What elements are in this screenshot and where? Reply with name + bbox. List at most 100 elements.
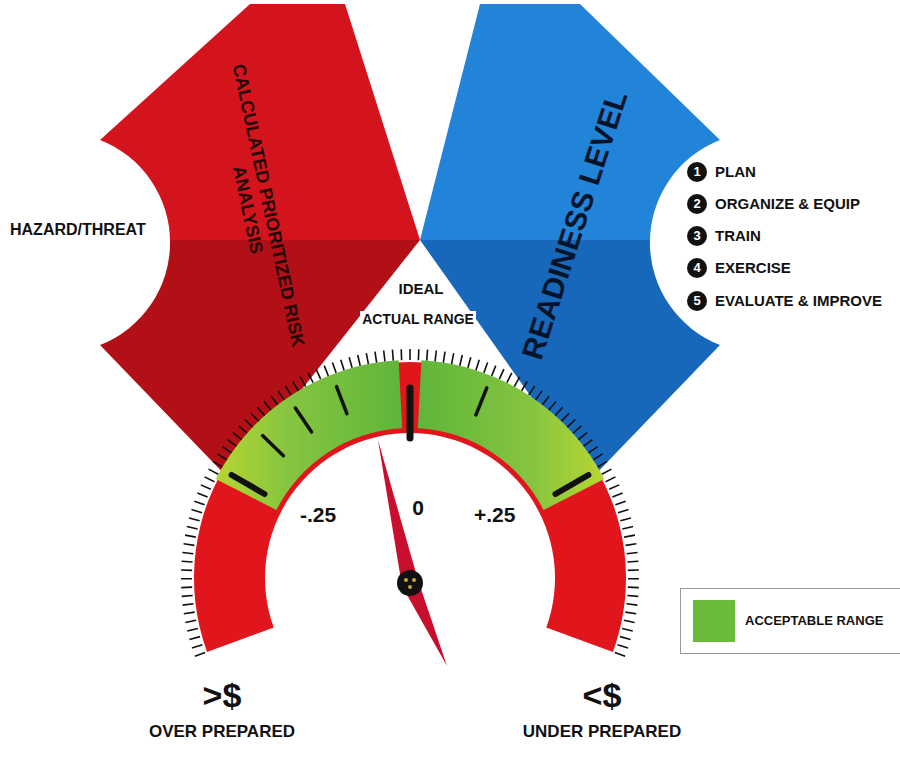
scale-tick [609, 485, 619, 489]
legend-box: ACCEPTABLE RANGE [680, 588, 900, 654]
scale-tick [400, 349, 402, 360]
scale-tick [209, 469, 219, 474]
scale-tick [183, 604, 194, 605]
risk-diamond: CALCULATED PRIORITIZED RISK ANALYSIS [0, 0, 430, 490]
scale-tick [181, 578, 192, 580]
scale-tick [628, 586, 639, 588]
legend-swatch [693, 600, 735, 642]
scale-tick [612, 493, 622, 497]
scale-tick [184, 544, 195, 546]
scale-tick [602, 469, 612, 474]
scale-tick [620, 637, 631, 640]
major-tick [476, 388, 487, 415]
scale-tick [627, 560, 638, 562]
scale-tick [189, 637, 200, 640]
pivot-rivet [412, 578, 416, 582]
step-number: 4 [687, 258, 707, 278]
scale-tick [426, 350, 428, 361]
scale-tick [341, 360, 344, 370]
scale-tick [384, 351, 385, 362]
scale-tick [627, 595, 638, 597]
scale-end-label: OVER PREPARED [149, 722, 295, 742]
scale-value: +.25 [474, 503, 515, 527]
input-label: HAZARD/THREAT [10, 221, 146, 239]
gauge-needle [378, 440, 447, 666]
scale-tick [443, 352, 445, 363]
scale-tick [185, 535, 196, 537]
scale-tick [197, 493, 207, 497]
scale-tick [499, 369, 504, 379]
scale-tick [194, 501, 204, 505]
step-label: PLAN [715, 163, 756, 180]
scale-tick [628, 569, 639, 571]
scale-tick [192, 645, 202, 648]
step-label: ORGANIZE & EQUIP [715, 195, 860, 212]
scale-tick [620, 518, 631, 521]
scale-tick [409, 349, 411, 360]
scale-tick [618, 645, 628, 648]
scale-tick [418, 349, 420, 360]
scale-tick [618, 510, 629, 513]
step-number: 2 [687, 194, 707, 214]
step-number: 3 [687, 226, 707, 246]
range-label: ACTUAL RANGE [360, 311, 476, 327]
scale-tick [189, 518, 200, 521]
scale-tick [460, 355, 463, 366]
scale-tick [624, 535, 635, 537]
scale-tick [435, 351, 436, 362]
step-number: 1 [687, 162, 707, 182]
step-label: EVALUATE & IMPROVE [715, 292, 882, 309]
scale-tick [358, 355, 361, 366]
major-tick [263, 436, 284, 456]
major-tick [232, 475, 265, 494]
scale-tick [187, 526, 198, 528]
scale-tick [627, 552, 638, 553]
scale-tick [606, 477, 616, 482]
diamond-fill [420, 4, 720, 480]
scale-tick [201, 485, 211, 489]
scale-tick [185, 620, 196, 622]
scale-tick [626, 604, 637, 605]
scale-tick [615, 653, 625, 657]
scale-tick [476, 360, 479, 370]
major-tick [295, 408, 311, 432]
scale-tick [452, 353, 454, 364]
major-tick [407, 388, 414, 438]
scale-end-label: UNDER PREPARED [523, 722, 681, 742]
scale-tick [316, 369, 321, 379]
scale-tick [624, 620, 635, 622]
readiness-diamond: READINESS LEVEL [410, 0, 730, 490]
scale-tick [628, 578, 639, 580]
scale-tick [184, 612, 195, 614]
step-label: TRAIN [715, 227, 761, 244]
scale-value: -.25 [300, 503, 336, 527]
scale-tick [324, 366, 328, 376]
scale-tick [182, 595, 193, 597]
major-tick [337, 387, 347, 414]
scale-value: 0 [412, 496, 424, 520]
scale-tick [468, 357, 471, 368]
cost-symbol: <$ [583, 676, 622, 715]
major-tick [555, 475, 588, 494]
scale-tick [187, 629, 198, 632]
ideal-label: IDEAL [397, 280, 446, 297]
scale-tick [492, 366, 496, 376]
step-label: EXERCISE [715, 259, 791, 276]
scale-tick [205, 477, 215, 482]
scale-tick [484, 363, 488, 373]
scale-tick [615, 501, 625, 505]
scale-tick [625, 612, 636, 614]
scale-tick [349, 357, 352, 368]
scale-tick [507, 373, 512, 383]
scale-tick [366, 353, 368, 364]
cost-symbol: >$ [203, 676, 242, 715]
scale-tick [622, 629, 633, 632]
scale-tick [626, 544, 637, 546]
scale-tick [191, 510, 202, 513]
pivot-rivet [404, 578, 408, 582]
needle-pivot [397, 570, 423, 596]
scale-tick [195, 653, 205, 657]
pivot-rivet [408, 585, 412, 589]
step-number: 5 [687, 291, 707, 311]
diamond-shape [0, 0, 430, 490]
